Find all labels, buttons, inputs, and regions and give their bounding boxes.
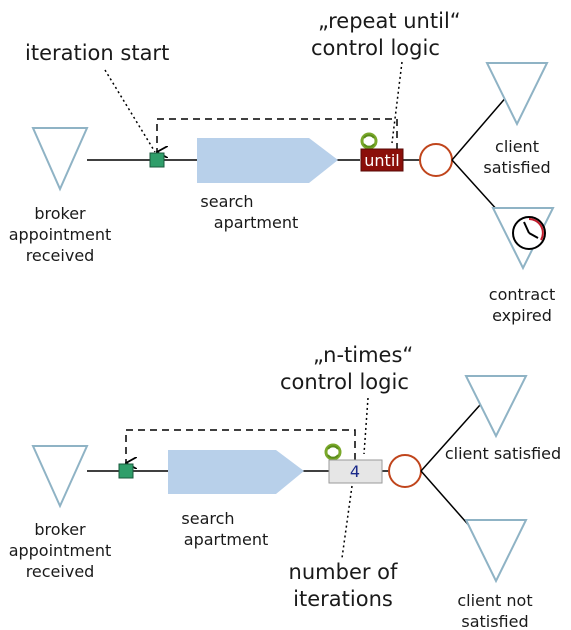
start-event2-label-3: received bbox=[26, 562, 95, 581]
task2-label-1: search bbox=[181, 509, 234, 528]
task-label-2: apartment bbox=[214, 213, 298, 232]
annotation-logic2-line2: control logic bbox=[280, 370, 409, 394]
clock-icon bbox=[512, 216, 546, 250]
end-event-2-label-2: expired bbox=[492, 306, 552, 325]
end-event2-2-label-2: satisfied bbox=[461, 612, 528, 630]
iteration-connector2[interactable] bbox=[118, 463, 134, 479]
diagram-bottom: „n-times“ control logic broker appointme… bbox=[9, 343, 561, 630]
task-search-apartment[interactable] bbox=[197, 138, 338, 183]
branch2-upper bbox=[420, 404, 481, 472]
end-event-2-label-1: contract bbox=[489, 285, 555, 304]
task2-search-apartment[interactable] bbox=[168, 450, 304, 494]
start-event2-triangle bbox=[31, 445, 89, 509]
end-event2-1-label: client satisfied bbox=[445, 444, 561, 463]
loop-back-arrow2 bbox=[126, 429, 356, 463]
start-event-label-1: broker bbox=[34, 204, 86, 223]
annotation-pointer-logic2 bbox=[363, 397, 369, 455]
xor-gateway[interactable] bbox=[419, 143, 453, 177]
branch-upper bbox=[451, 94, 509, 161]
annotation-pointer-start bbox=[104, 69, 156, 153]
annotation-iterations-line2: iterations bbox=[293, 587, 393, 611]
iteration-count-marker[interactable] bbox=[328, 459, 383, 484]
iteration-connector[interactable] bbox=[149, 152, 165, 168]
annotation-iteration-start: iteration start bbox=[25, 41, 169, 65]
annotation-logic-line2: control logic bbox=[311, 36, 440, 60]
annotation-logic2-line1: „n-times“ bbox=[313, 343, 413, 367]
annotation-pointer-logic bbox=[391, 61, 403, 144]
annotation-pointer-iterations bbox=[341, 485, 353, 559]
end-event-1-triangle bbox=[485, 62, 549, 127]
task-label-1: search bbox=[200, 192, 253, 211]
start-event-label-3: received bbox=[26, 246, 95, 265]
diagram-top: iteration start „repeat until“ control l… bbox=[9, 9, 556, 325]
annotation-logic-line1: „repeat until“ bbox=[318, 9, 461, 33]
annotation-iterations-line1: number of bbox=[289, 560, 398, 584]
end-event-1-label-2: satisfied bbox=[483, 158, 550, 177]
end-event2-1-triangle bbox=[464, 375, 528, 439]
until-marker-label: until bbox=[364, 151, 399, 170]
end-event-1-label-1: client bbox=[495, 137, 539, 156]
iteration-count-label: 4 bbox=[350, 462, 360, 481]
start-event-triangle bbox=[31, 127, 89, 192]
loop-icon2 bbox=[324, 443, 342, 461]
start-event2-label-1: broker bbox=[34, 520, 86, 539]
task2-label-2: apartment bbox=[184, 530, 268, 549]
start-event2-label-2: appointment bbox=[9, 541, 112, 560]
loop-back-arrow bbox=[157, 118, 398, 152]
xor-gateway2[interactable] bbox=[388, 454, 422, 488]
loop-icon bbox=[360, 132, 378, 150]
end-event2-2-triangle bbox=[464, 519, 528, 584]
end-event2-2-label-1: client not bbox=[457, 591, 532, 610]
start-event-label-2: appointment bbox=[9, 225, 112, 244]
until-marker[interactable] bbox=[360, 148, 404, 172]
